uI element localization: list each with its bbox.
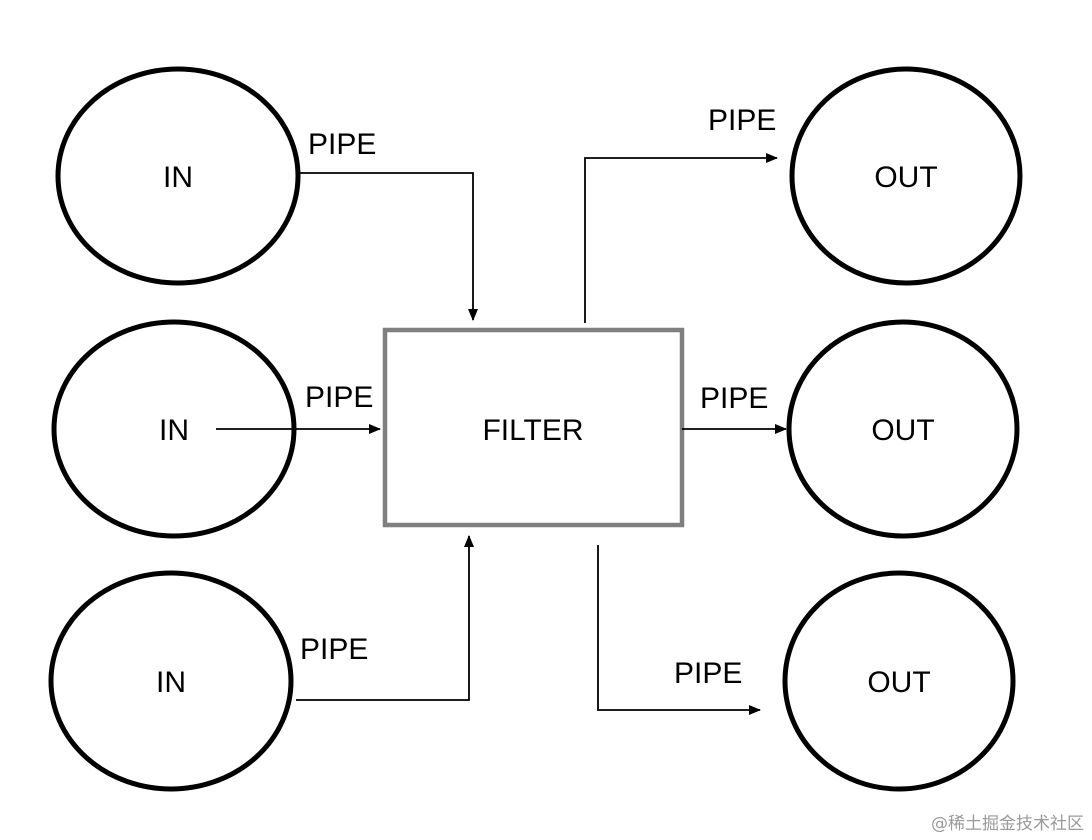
input-node-1-label: IN xyxy=(163,161,193,194)
pipe-6-arrow xyxy=(597,545,761,715)
filter-label: FILTER xyxy=(482,414,583,447)
pipe-3-label: PIPE xyxy=(300,633,368,666)
filter-box-rect xyxy=(382,327,685,528)
output-node-3-circle xyxy=(782,570,1016,792)
watermark-text: @稀土掘金技术社区 xyxy=(931,814,1084,834)
pipe-4-label: PIPE xyxy=(708,104,776,137)
pipe-2: PIPE xyxy=(216,381,381,434)
pipe-6-label: PIPE xyxy=(674,657,742,690)
input-node-3-circle xyxy=(48,570,294,792)
input-node-2-label: IN xyxy=(159,414,189,447)
pipe-1-label: PIPE xyxy=(308,128,376,161)
output-node-3-label: OUT xyxy=(867,666,930,699)
pipe-4: PIPE xyxy=(584,104,778,323)
pipe-3: PIPE xyxy=(296,535,474,701)
pipe-4-arrow xyxy=(584,153,778,323)
pipe-3-arrow xyxy=(296,535,474,701)
input-node-3-label: IN xyxy=(156,666,186,699)
pipe-6: PIPE xyxy=(597,545,761,715)
pipe-5: PIPE xyxy=(682,382,787,434)
pipe-5-label: PIPE xyxy=(700,382,768,415)
output-node-2-label: OUT xyxy=(871,414,934,447)
output-node-3: OUT xyxy=(782,570,1016,792)
output-node-1-label: OUT xyxy=(874,161,937,194)
input-node-3: IN xyxy=(48,570,294,792)
input-node-1-circle xyxy=(55,66,301,286)
output-node-1-circle xyxy=(789,66,1023,286)
output-node-1: OUT xyxy=(789,66,1023,286)
input-node-1: IN xyxy=(55,66,301,286)
output-node-2-circle xyxy=(786,319,1020,539)
pipe-1: PIPE xyxy=(300,128,478,321)
filter-box: FILTER xyxy=(382,327,685,528)
output-node-2: OUT xyxy=(786,319,1020,539)
pipe-1-arrow xyxy=(300,172,478,321)
pipe-2-label: PIPE xyxy=(305,381,373,414)
